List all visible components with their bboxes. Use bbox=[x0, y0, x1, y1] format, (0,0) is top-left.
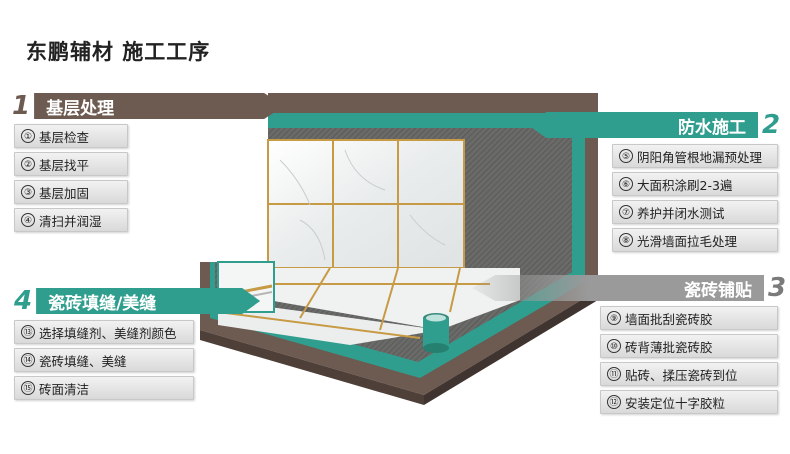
section-number: 2 bbox=[762, 110, 781, 140]
step-number-icon: ⑫ bbox=[607, 395, 621, 409]
step-number-icon: ⑦ bbox=[619, 205, 633, 219]
section-title-bar: 瓷砖填缝/美缝 bbox=[36, 288, 261, 314]
section-3-header: 3 瓷砖铺贴 bbox=[472, 274, 786, 302]
wall-tiles bbox=[267, 139, 465, 269]
bucket-icon bbox=[423, 313, 449, 353]
step-number-icon: ⑩ bbox=[607, 339, 621, 353]
section-title: 瓷砖填缝/美缝 bbox=[48, 293, 157, 314]
page-title: 东鹏辅材 施工工序 bbox=[26, 40, 211, 64]
step-number-icon: ⑪ bbox=[607, 367, 621, 381]
section-title: 瓷砖铺贴 bbox=[684, 280, 752, 301]
section-title: 防水施工 bbox=[678, 117, 746, 138]
step-number-icon: ⑮ bbox=[21, 381, 35, 395]
step-number-icon: ⑬ bbox=[21, 325, 35, 339]
section-2-header: 2 防水施工 bbox=[528, 111, 780, 139]
section-number: 4 bbox=[14, 286, 33, 316]
section-title-bar: 基层处理 bbox=[34, 93, 285, 119]
section-4-header: 4 瓷砖填缝/美缝 bbox=[14, 286, 261, 316]
step-number-icon: ⑧ bbox=[619, 233, 633, 247]
section-title-bar: 防水施工 bbox=[528, 112, 758, 138]
step-number-icon: ⑤ bbox=[619, 149, 633, 163]
step-number-icon: ① bbox=[21, 129, 35, 143]
step-number-icon: ④ bbox=[21, 213, 35, 227]
step-number-icon: ⑨ bbox=[607, 311, 621, 325]
section-1-header: 1 基层处理 bbox=[12, 91, 285, 121]
step-number-icon: ② bbox=[21, 157, 35, 171]
section-number: 3 bbox=[768, 273, 787, 303]
section-title: 基层处理 bbox=[46, 98, 115, 119]
step-number-icon: ⑭ bbox=[21, 353, 35, 367]
step-number-icon: ③ bbox=[21, 185, 35, 199]
section-title-bar: 瓷砖铺贴 bbox=[472, 275, 764, 301]
section-number: 1 bbox=[12, 91, 31, 121]
step-number-icon: ⑥ bbox=[619, 177, 633, 191]
